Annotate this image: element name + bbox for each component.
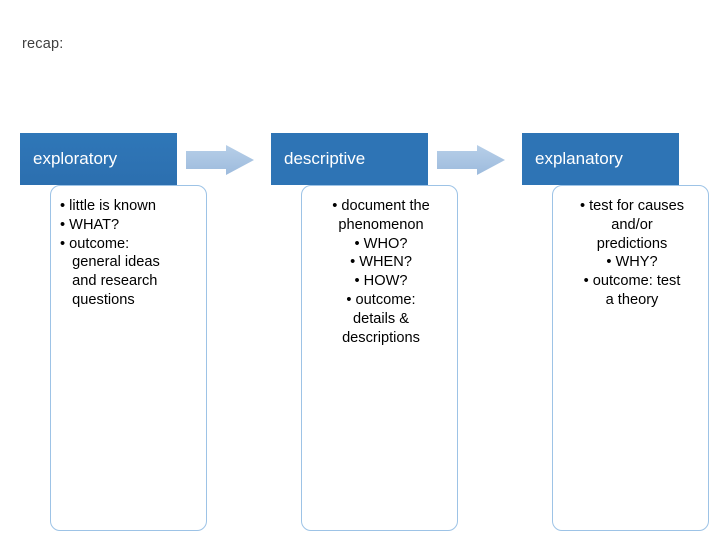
list-item: • outcome:	[346, 292, 416, 309]
list-item: • document the	[332, 198, 430, 214]
list-item: details &	[353, 310, 409, 327]
body-explanatory: • test for causes and/or predictions • W…	[552, 197, 712, 310]
header-explanatory: explanatory	[522, 133, 679, 185]
list-item: • WHO?	[354, 235, 408, 252]
arrow-exploratory-to-descriptive	[186, 145, 254, 175]
list-item: • WHAT?	[60, 216, 120, 233]
list-item: descriptions	[342, 329, 420, 346]
list-item: predictions	[596, 235, 668, 252]
body-exploratory: • little is known • WHAT? • outcome: gen…	[50, 197, 210, 310]
card-descriptive	[301, 185, 458, 531]
list-item: • little is known	[60, 198, 156, 214]
list-item: general ideas	[60, 254, 160, 271]
list-item: • WHY?	[606, 254, 658, 271]
list-item: • outcome:	[60, 235, 130, 252]
header-descriptive: descriptive	[271, 133, 428, 185]
list-item: phenomenon	[338, 216, 424, 233]
card-exploratory	[50, 185, 207, 531]
arrow-descriptive-to-explanatory	[437, 145, 505, 175]
list-item: • HOW?	[354, 273, 408, 290]
list-item: • outcome: test	[583, 273, 681, 290]
list-item: • WHEN?	[350, 254, 412, 271]
list-item: a theory	[605, 292, 659, 309]
recap-label: recap:	[22, 36, 64, 52]
list-item: and research	[60, 273, 158, 290]
card-explanatory	[552, 185, 709, 531]
list-item: and/or	[611, 216, 653, 233]
list-item: • test for causes	[579, 198, 685, 214]
body-descriptive: • document the phenomenon • WHO? • WHEN?…	[301, 197, 461, 348]
list-item: questions	[60, 292, 135, 309]
header-exploratory: exploratory	[20, 133, 177, 185]
